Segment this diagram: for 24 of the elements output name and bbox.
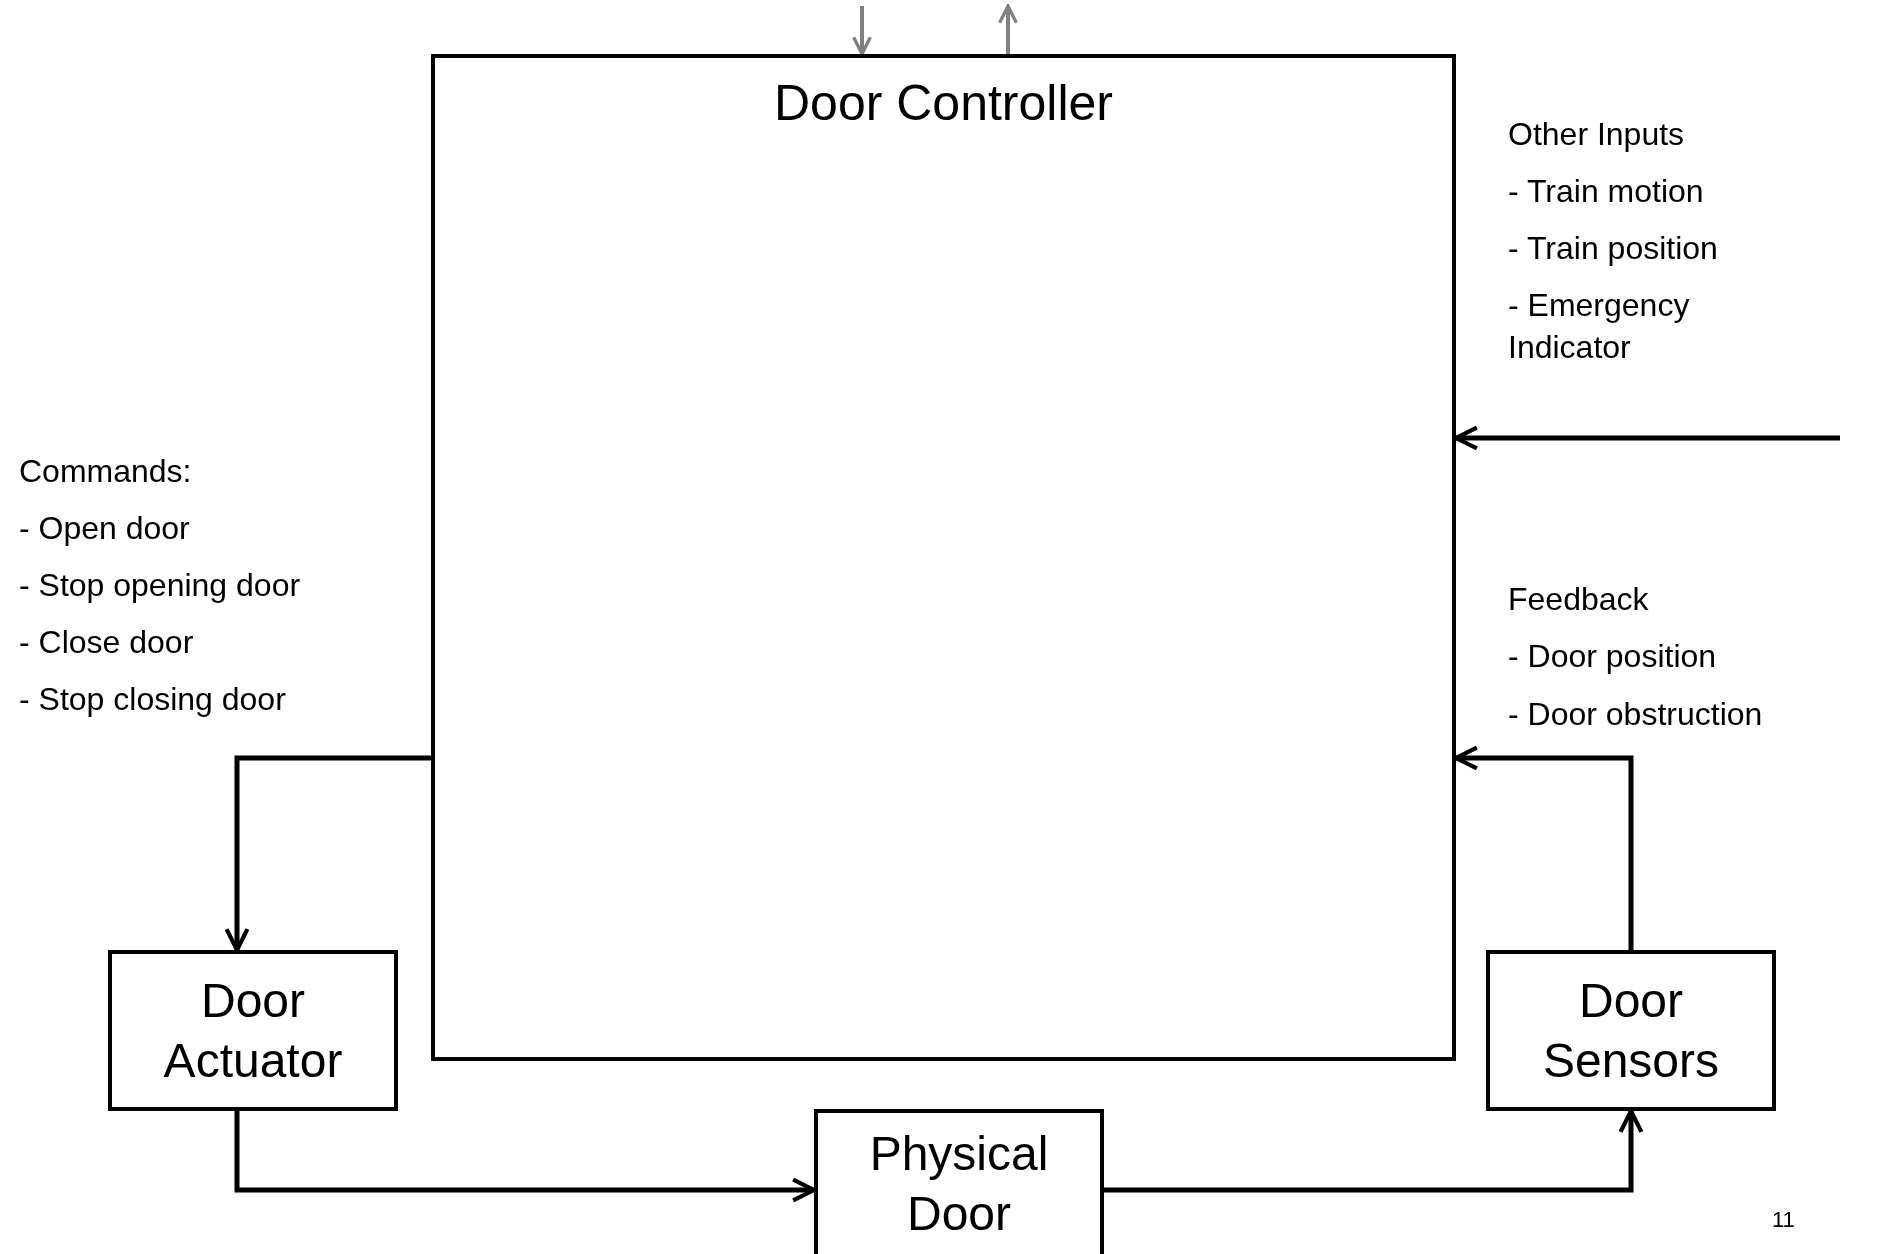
block-box <box>431 54 1456 1061</box>
signal-label: - Open door <box>19 509 190 548</box>
arrow <box>998 4 1018 54</box>
signal-label: Feedback <box>1508 580 1649 619</box>
block-box <box>108 950 398 1111</box>
block-box <box>1486 950 1776 1111</box>
arrow <box>224 755 431 953</box>
block-title: Door Actuator <box>162 972 344 1089</box>
signal-label: Other Inputs <box>1508 115 1685 154</box>
signal-label: - Train motion <box>1508 172 1704 211</box>
signal-label: - Stop opening door <box>19 566 301 605</box>
signal-label: Commands: <box>19 452 192 491</box>
block-box <box>814 1109 1104 1254</box>
signal-label: - Door obstruction <box>1508 695 1763 734</box>
signal-label: - Door position <box>1508 637 1717 676</box>
signal-label: - Stop closing door <box>19 680 286 719</box>
signal-label: - Train position <box>1508 229 1718 268</box>
signal-label: - Close door <box>19 623 194 662</box>
arrow <box>852 6 872 56</box>
page-number: 11 <box>1772 1206 1795 1234</box>
block-title: Door Controller <box>774 74 1113 133</box>
block-title: Physical Door <box>868 1125 1050 1242</box>
block-title: Door Sensors <box>1541 972 1721 1089</box>
signal-label: - Emergency Indicator <box>1508 286 1691 367</box>
